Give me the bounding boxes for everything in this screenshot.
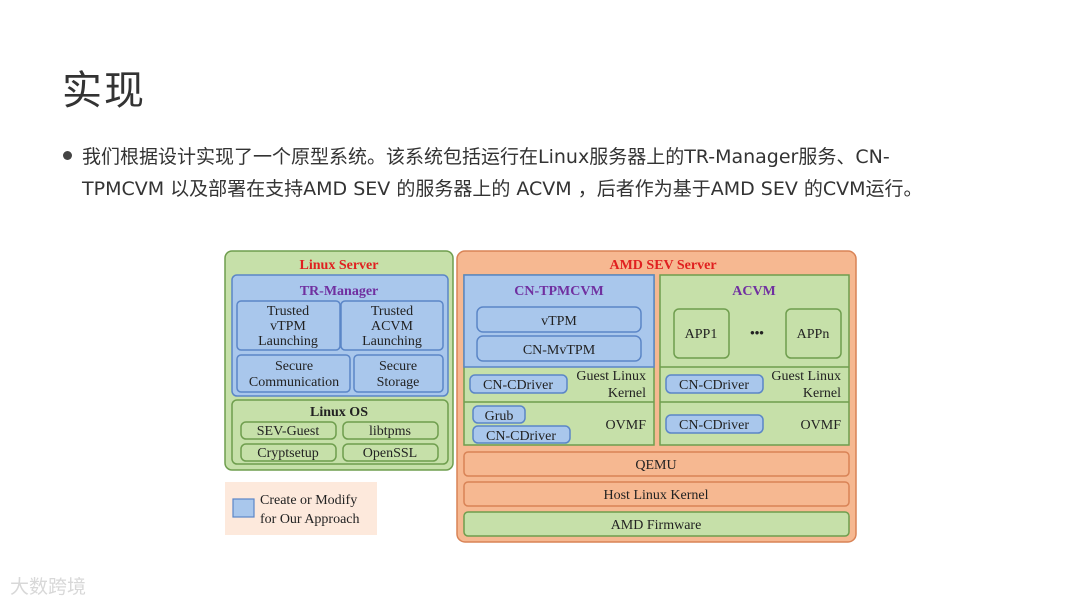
bullet-dot <box>63 151 72 160</box>
secure-comm-line2: Communication <box>249 375 339 390</box>
legend-line1: Create or Modify <box>260 493 357 508</box>
host-kernel-label: Host Linux Kernel <box>604 488 709 503</box>
cn-cdriver-ovmf-box-1 <box>472 425 571 444</box>
cn-cdriver-ovmf-label-2: CN-CDriver <box>679 418 749 433</box>
trusted-acvm-line2: ACVM <box>371 319 414 334</box>
openssl-label: OpenSSL <box>363 446 417 461</box>
page-title: 实现 <box>62 68 146 114</box>
vtpm-box <box>476 306 642 333</box>
app1-box <box>673 308 730 359</box>
grub-box <box>472 405 526 424</box>
tr-manager-label: TR-Manager <box>300 284 379 299</box>
secure-storage-box <box>353 354 444 393</box>
secure-storage-line1: Secure <box>379 359 417 374</box>
cn-mvtpm-label: CN-MvTPM <box>523 343 596 358</box>
amd-sev-server-label: AMD SEV Server <box>609 258 716 273</box>
guest-kernel-label-1a: Guest Linux <box>576 369 646 384</box>
vtpm-label: vTPM <box>541 314 577 329</box>
ovmf-label-1: OVMF <box>606 418 647 433</box>
cryptsetup-label: Cryptsetup <box>257 446 318 461</box>
acvm-label: ACVM <box>732 284 776 299</box>
guest-kernel-label-2b: Kernel <box>803 386 841 401</box>
legend-swatch <box>232 498 255 518</box>
grub-label: Grub <box>485 409 514 424</box>
trusted-vtpm-line3: Launching <box>258 334 318 349</box>
trusted-acvm-line3: Launching <box>362 334 422 349</box>
libtpms-box <box>342 421 439 440</box>
cn-cdriver-ovmf-label-1: CN-CDriver <box>486 429 556 444</box>
qemu-label: QEMU <box>635 458 676 473</box>
linux-server-label: Linux Server <box>300 258 379 273</box>
sev-guest-label: SEV-Guest <box>257 424 320 439</box>
appn-box <box>785 308 842 359</box>
cn-cdriver-kernel-label-1: CN-CDriver <box>483 378 553 393</box>
libtpms-label: libtpms <box>369 424 411 439</box>
watermark: 大数跨境 <box>10 576 87 598</box>
secure-comm-line1: Secure <box>275 359 313 374</box>
cn-cdriver-kernel-box-2 <box>665 374 764 394</box>
secure-comm-box <box>236 354 351 393</box>
trusted-acvm-box <box>340 300 444 351</box>
apps-ellipsis: ••• <box>750 325 764 340</box>
guest-kernel-label-1b: Kernel <box>608 386 646 401</box>
amd-firmware-box <box>463 511 850 537</box>
linux-os-label: Linux OS <box>310 405 368 420</box>
openssl-box <box>342 443 439 462</box>
cn-tpmcvm-label: CN-TPMCVM <box>514 284 603 299</box>
appn-label: APPn <box>797 327 830 342</box>
cryptsetup-box <box>240 443 337 462</box>
guest-kernel-label-2a: Guest Linux <box>771 369 841 384</box>
amd-firmware-label: AMD Firmware <box>611 518 702 533</box>
cn-cdriver-kernel-box-1 <box>469 374 568 394</box>
app1-label: APP1 <box>685 327 718 342</box>
ovmf-label-2: OVMF <box>801 418 842 433</box>
qemu-box <box>463 451 850 477</box>
secure-storage-line2: Storage <box>377 375 420 390</box>
sev-guest-box <box>240 421 337 440</box>
bullet-text: 我们根据设计实现了一个原型系统。该系统包括运行在Linux服务器上的TR-Man… <box>82 146 923 200</box>
legend-line2: for Our Approach <box>260 512 360 527</box>
trusted-vtpm-line1: Trusted <box>267 304 309 319</box>
trusted-acvm-line1: Trusted <box>371 304 413 319</box>
trusted-vtpm-box <box>236 300 341 351</box>
trusted-vtpm-line2: vTPM <box>270 319 306 334</box>
host-kernel-box <box>463 481 850 507</box>
cn-cdriver-ovmf-box-2 <box>665 414 764 434</box>
cn-mvtpm-box <box>476 335 642 362</box>
cn-cdriver-kernel-label-2: CN-CDriver <box>679 378 749 393</box>
